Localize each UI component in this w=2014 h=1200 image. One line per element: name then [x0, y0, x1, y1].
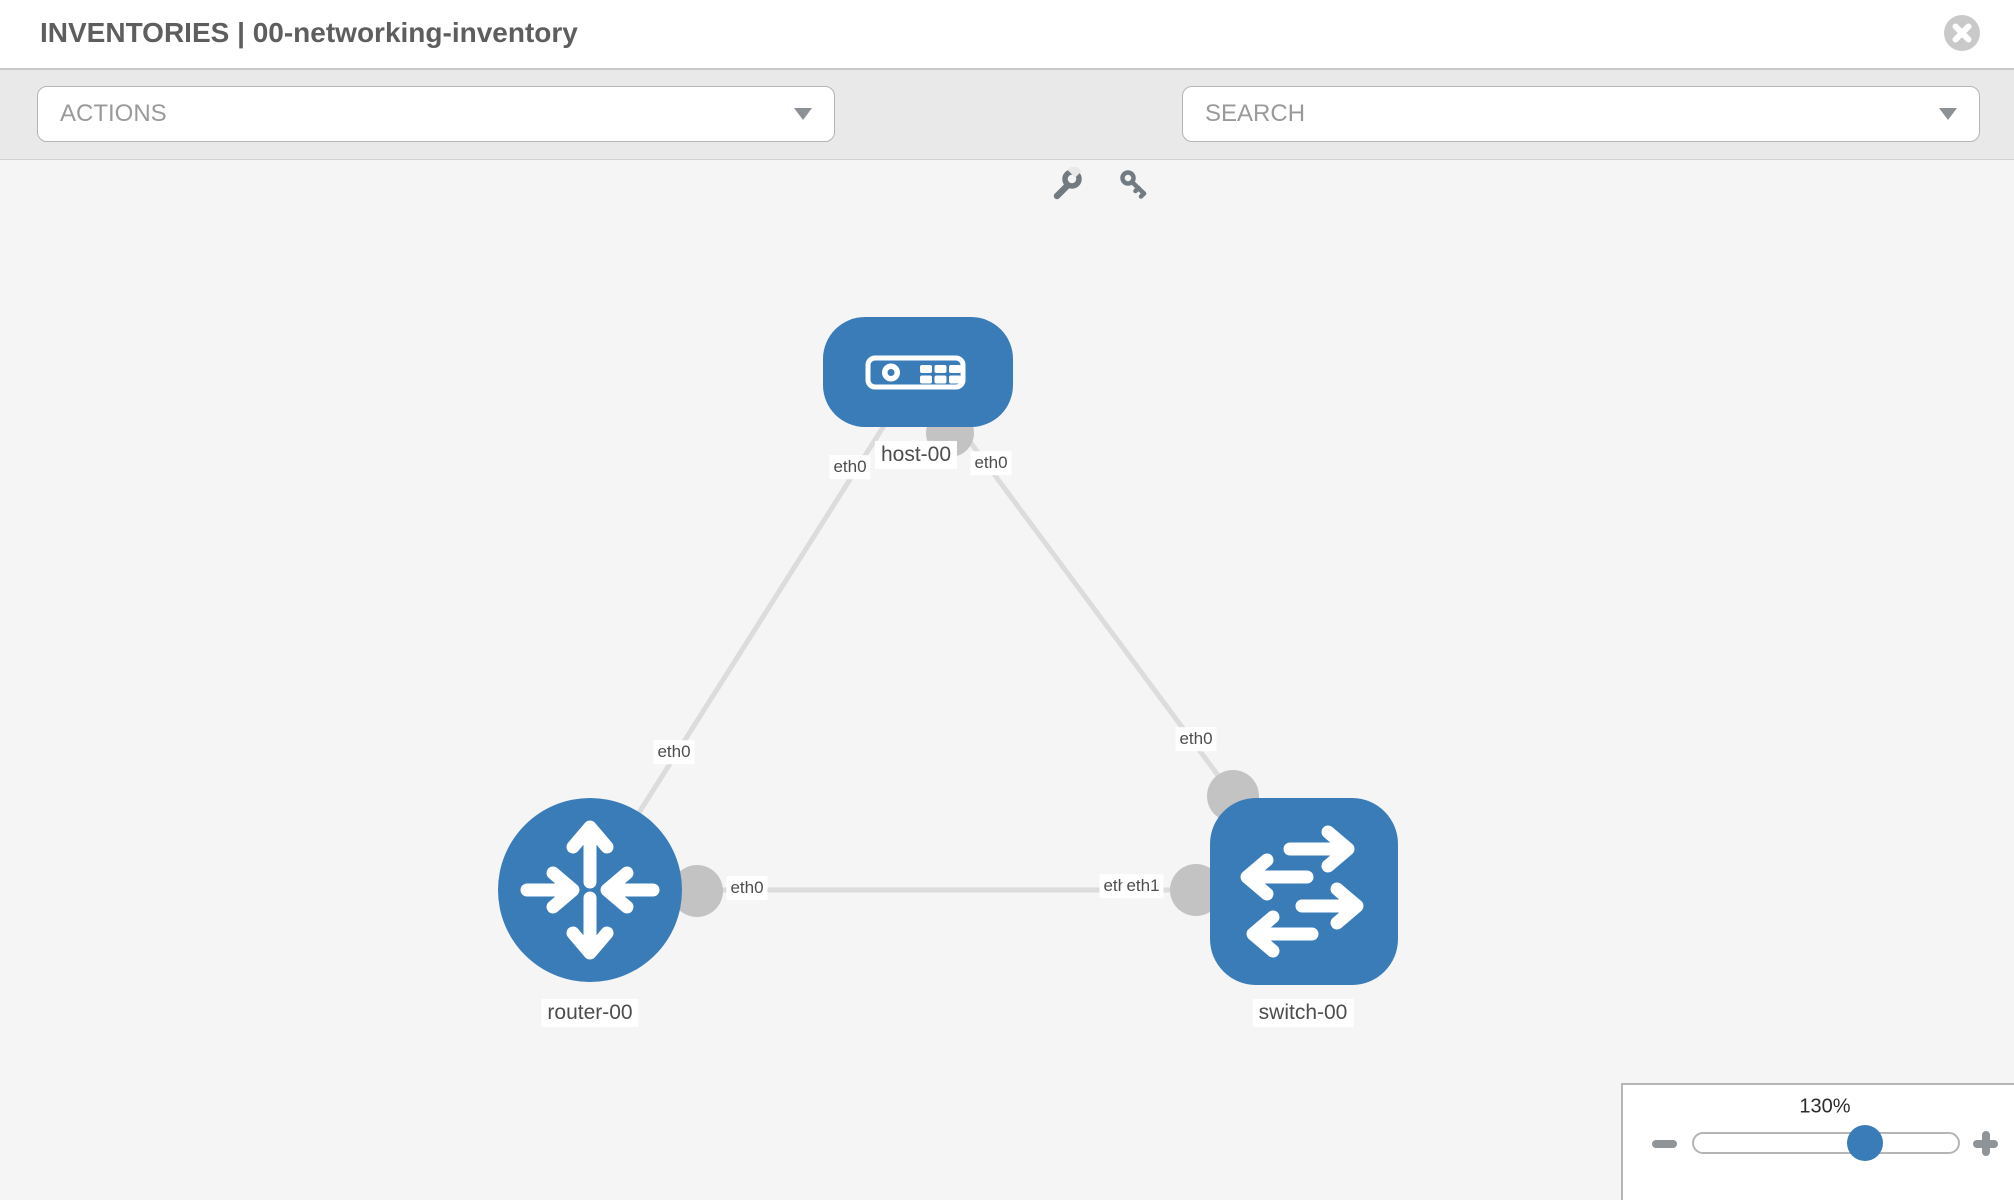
legend-key-button[interactable] [1117, 167, 1151, 201]
page-title: INVENTORIES | 00-networking-inventory [40, 17, 578, 48]
actions-dropdown[interactable]: ACTIONS [37, 86, 835, 142]
actions-dropdown-label: ACTIONS [60, 100, 167, 127]
zoom-level: 130% [1799, 1095, 1851, 1118]
node-host-00[interactable] [823, 317, 1013, 427]
host-icon [865, 355, 966, 390]
node-label-router: router-00 [541, 998, 639, 1028]
close-icon [1944, 15, 1980, 51]
switch-icon [1240, 825, 1364, 958]
close-button[interactable] [1942, 13, 1982, 53]
router-icon [520, 820, 660, 960]
zoom-panel: 130% [1621, 1083, 2014, 1200]
interface-label: eth0 [653, 740, 695, 764]
header: INVENTORIES | 00-networking-inventory [0, 0, 2014, 70]
endpoint-group [671, 409, 1259, 917]
chevron-down-icon [1939, 108, 1957, 120]
interface-endpoint[interactable] [671, 865, 723, 917]
zoom-slider-handle[interactable] [1847, 1125, 1883, 1161]
node-switch-00[interactable] [1210, 798, 1398, 985]
zoom-slider-track[interactable] [1692, 1132, 1960, 1154]
node-label-switch: switch-00 [1252, 998, 1354, 1028]
interface-label: eth0 [970, 451, 1012, 475]
search-dropdown-label: SEARCH [1205, 100, 1306, 127]
tools-button[interactable] [1050, 163, 1084, 201]
interface-label: eth0 [1175, 727, 1217, 751]
toolbar: ACTIONS SEARCH [0, 70, 2014, 200]
chevron-down-icon [794, 108, 812, 120]
plus-icon [1982, 1131, 1990, 1156]
node-label-host: host-00 [874, 440, 958, 470]
interface-label: eth1 [1122, 874, 1164, 898]
interface-label: eth0 [829, 455, 871, 479]
interface-label: eth0 [726, 876, 768, 900]
topology-canvas[interactable]: eth0 eth0 eth0 eth0 eth0 eth0 eth1 host-… [0, 160, 2014, 1200]
interface-endpoint[interactable] [1170, 864, 1222, 916]
wrench-icon [1053, 163, 1082, 200]
key-icon [1120, 170, 1147, 199]
zoom-out-button[interactable] [1652, 1140, 1677, 1148]
node-router-00[interactable] [498, 798, 682, 982]
zoom-in-button[interactable] [1973, 1131, 1998, 1156]
search-dropdown[interactable]: SEARCH [1182, 86, 1980, 142]
